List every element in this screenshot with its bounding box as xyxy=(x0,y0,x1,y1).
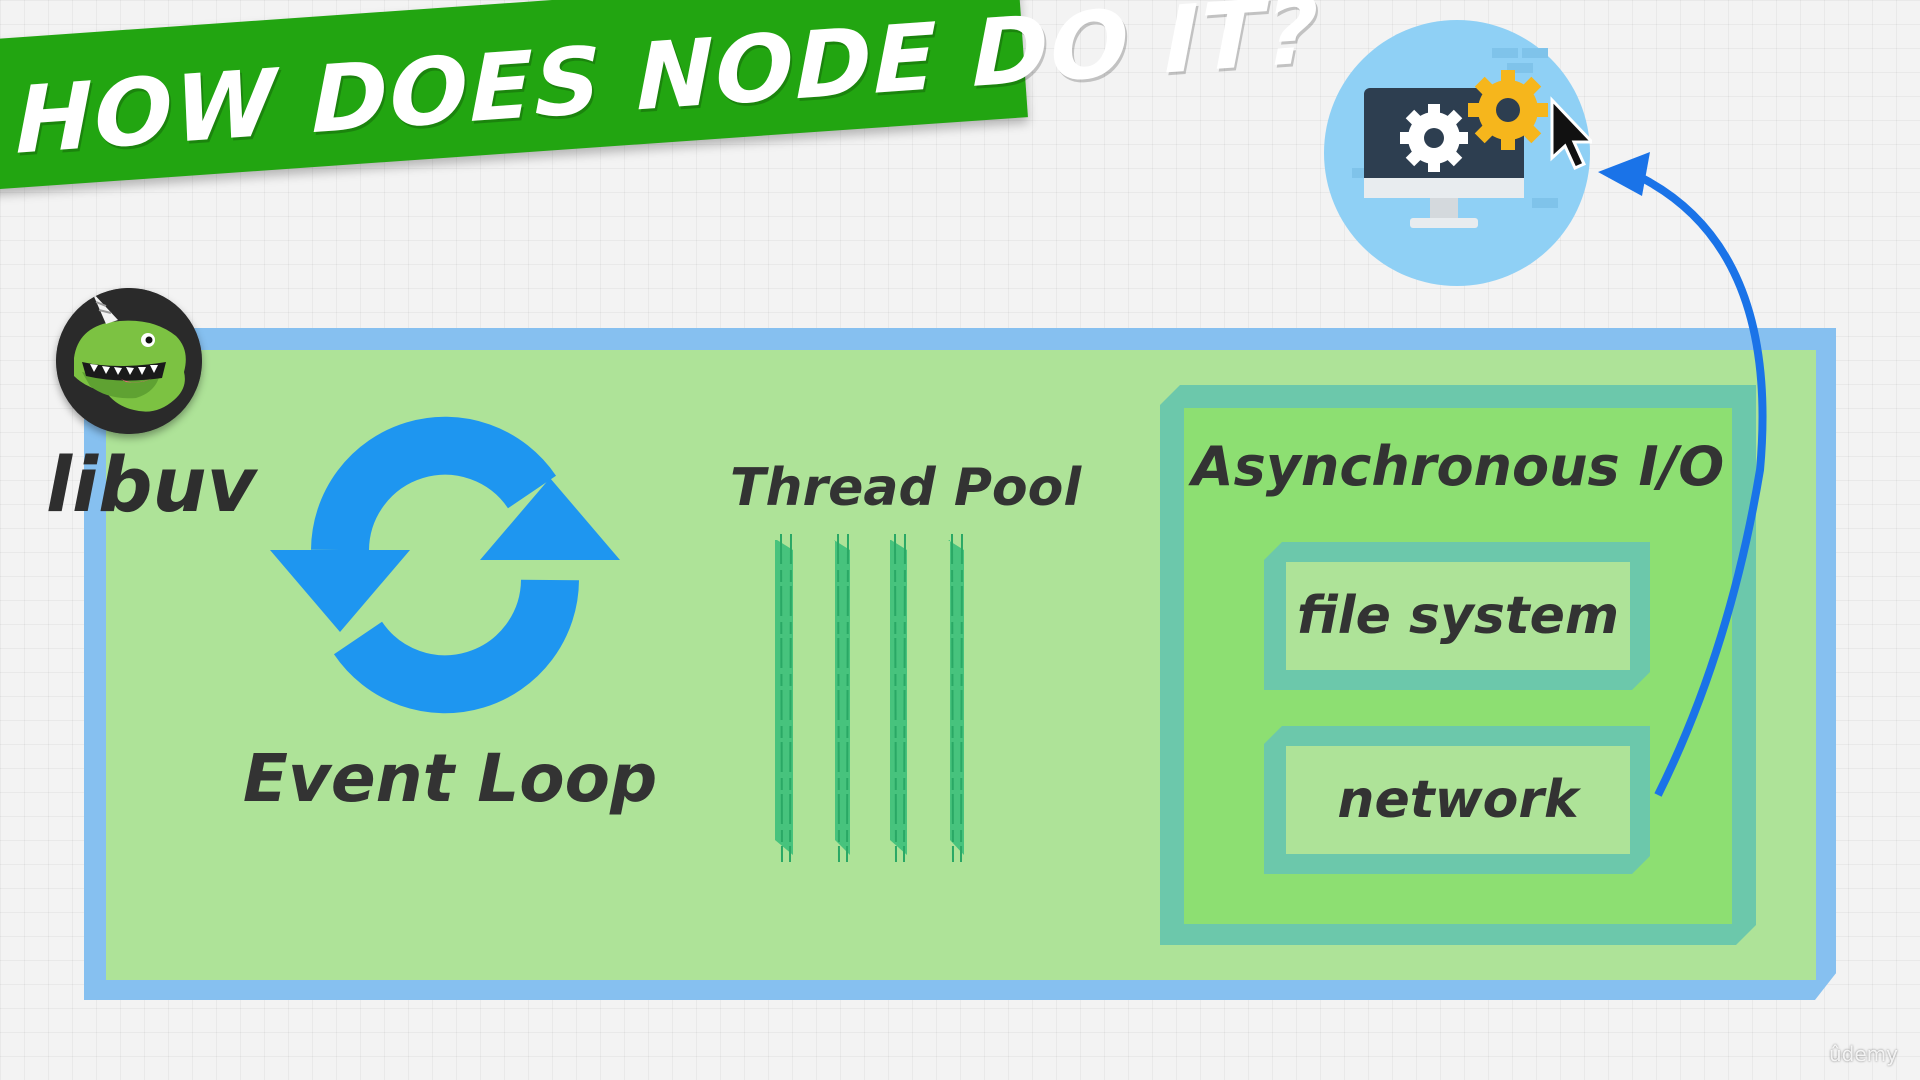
computer-with-gears-icon xyxy=(1322,18,1596,288)
event-loop-label: Event Loop xyxy=(242,740,658,817)
arrowhead-icon xyxy=(1598,152,1650,196)
thread-pool-threads xyxy=(772,530,1012,865)
network-to-computer-arrow xyxy=(1598,152,1767,797)
title-banner: HOW DOES NODE DO IT? xyxy=(0,0,1320,190)
file-system-box: file system xyxy=(1286,562,1630,670)
async-io-label: Asynchronous I/O xyxy=(1191,435,1725,498)
thread-line xyxy=(775,533,793,863)
refresh-arrows-icon xyxy=(270,400,620,730)
thread-line xyxy=(948,533,964,863)
network-box: network xyxy=(1286,746,1630,854)
thread-pool-label: Thread Pool xyxy=(730,458,1082,518)
page-title: HOW DOES NODE DO IT? xyxy=(15,0,1321,175)
libuv-label: libuv xyxy=(46,440,257,529)
thread-line xyxy=(834,533,850,863)
udemy-watermark: ûdemy xyxy=(1829,1042,1898,1066)
thread-line xyxy=(890,533,907,863)
trex-unicorn-logo-icon xyxy=(56,288,202,434)
